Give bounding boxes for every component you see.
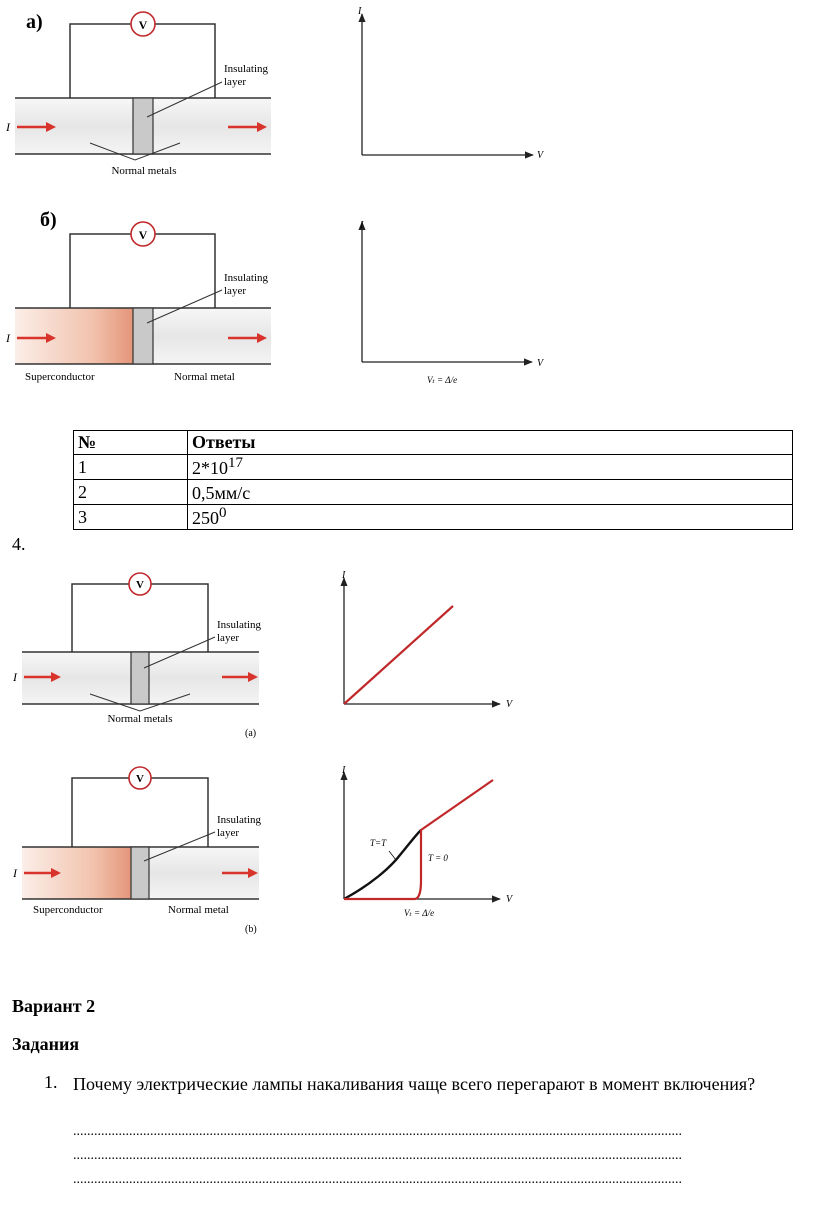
- table-cell-answer: 2*1017: [187, 454, 793, 480]
- voltmeter-label: V: [139, 228, 148, 242]
- superconductor-label: Superconductor: [33, 904, 103, 916]
- table-cell-number: 2: [73, 479, 188, 505]
- answer-value: 250: [192, 508, 219, 528]
- current-label: I: [12, 670, 18, 684]
- x-axis-label: V: [506, 699, 514, 710]
- superconductor-label: Superconductor: [25, 371, 95, 383]
- arrow-icon: [228, 333, 267, 343]
- question-number: 1.: [44, 1072, 58, 1092]
- answers-table: № Ответы 1 2*1017 2 0,5мм/с 3 2500: [73, 430, 793, 530]
- current-label: I: [12, 866, 18, 880]
- table-row: 1 2*1017: [73, 454, 793, 480]
- arrow-icon: [228, 122, 267, 132]
- table-header-answers: Ответы: [187, 430, 793, 455]
- table-row: 3 2500: [73, 504, 793, 530]
- answer-value: 2*10: [192, 458, 228, 478]
- figure-a: а) V Insulating layer I Normal metals I …: [5, 6, 545, 177]
- insulating-label-1: Insulating: [224, 272, 268, 284]
- normal-metals-label: Normal metals: [107, 713, 172, 725]
- curve-label-zero: T = 0: [428, 853, 448, 863]
- iv-curve-zero-t: [344, 830, 423, 901]
- table-header-number: №: [73, 430, 188, 455]
- y-axis-label: I: [341, 765, 346, 776]
- voltmeter-label: V: [136, 579, 144, 591]
- iv-curve-finite-t: [343, 829, 422, 901]
- answer-superscript: 0: [219, 505, 227, 521]
- current-label: I: [5, 120, 11, 134]
- answer-superscript: 17: [228, 455, 243, 471]
- insulating-layer: [132, 307, 154, 365]
- figure-caption: (a): [245, 728, 256, 739]
- insulating-label-2: layer: [217, 632, 239, 644]
- normal-metals-label: Normal metals: [111, 165, 176, 177]
- table-cell-answer: 0,5мм/с: [187, 479, 793, 505]
- normal-metal-strip: [153, 308, 271, 364]
- insulating-label-2: layer: [217, 827, 239, 839]
- arrow-icon: [222, 672, 258, 682]
- insulating-layer: [130, 651, 150, 705]
- y-axis-label: I: [357, 6, 362, 17]
- figure-caption: (b): [245, 924, 257, 935]
- insulating-label-1: Insulating: [224, 63, 268, 75]
- answer-value: 0,5мм/с: [192, 483, 251, 503]
- variant-heading: Вариант 2: [12, 996, 96, 1016]
- table-header-row: № Ответы: [73, 430, 793, 455]
- table-cell-answer: 2500: [187, 504, 793, 530]
- answer-line[interactable]: ........................................…: [73, 1172, 682, 1187]
- iv-curve-normal: [420, 779, 494, 831]
- normal-metal-label: Normal metal: [174, 371, 235, 383]
- curve-label-t: T=T: [370, 838, 387, 848]
- arrow-icon: [24, 868, 61, 878]
- y-axis-label: I: [341, 570, 346, 581]
- question-text: Почему электрические лампы накаливания ч…: [73, 1074, 756, 1094]
- tasks-heading: Задания: [12, 1034, 80, 1054]
- insulating-label-2: layer: [224, 285, 246, 297]
- current-label: I: [5, 331, 11, 345]
- y-axis-label: I: [359, 220, 364, 231]
- insulating-label-1: Insulating: [217, 814, 261, 826]
- superconductor-strip: [15, 308, 133, 364]
- table-cell-number: 3: [73, 504, 188, 530]
- insulating-layer: [132, 97, 154, 155]
- voltmeter-icon: [130, 221, 156, 247]
- iv-curve-linear: [343, 605, 454, 705]
- x-axis-label: V: [506, 894, 514, 905]
- figure-b: б) V Insulating layer I Superconductor N…: [5, 209, 545, 385]
- insulating-layer: [130, 846, 150, 900]
- arrow-icon: [17, 122, 56, 132]
- arrow-icon: [24, 672, 61, 682]
- arrow-icon: [17, 333, 56, 343]
- figure-d: V Insulating layer I Superconductor Norm…: [12, 765, 514, 935]
- insulating-label-2: layer: [224, 76, 246, 88]
- figure-c: V Insulating layer I Normal metals (a) I…: [12, 570, 514, 739]
- voltmeter-icon: [128, 572, 152, 596]
- voltmeter-label: V: [136, 773, 144, 785]
- x-axis-label: V: [537, 358, 545, 369]
- normal-metal-label: Normal metal: [168, 904, 229, 916]
- arrow-icon: [222, 868, 258, 878]
- threshold-label: Vₜ = Δ/e: [427, 375, 457, 385]
- voltmeter-icon: [130, 11, 156, 37]
- threshold-label: Vₜ = Δ/e: [404, 908, 434, 918]
- answer-line[interactable]: ........................................…: [73, 1124, 682, 1139]
- insulating-label-1: Insulating: [217, 619, 261, 631]
- table-row: 2 0,5мм/с: [73, 479, 793, 505]
- item-number-4: 4.: [12, 534, 26, 554]
- voltmeter-icon: [128, 766, 152, 790]
- answer-line[interactable]: ........................................…: [73, 1148, 682, 1163]
- table-cell-number: 1: [73, 454, 188, 480]
- figure-b-letter: б): [40, 209, 57, 231]
- voltmeter-label: V: [139, 18, 148, 32]
- figure-a-letter: а): [26, 11, 43, 33]
- x-axis-label: V: [537, 150, 545, 161]
